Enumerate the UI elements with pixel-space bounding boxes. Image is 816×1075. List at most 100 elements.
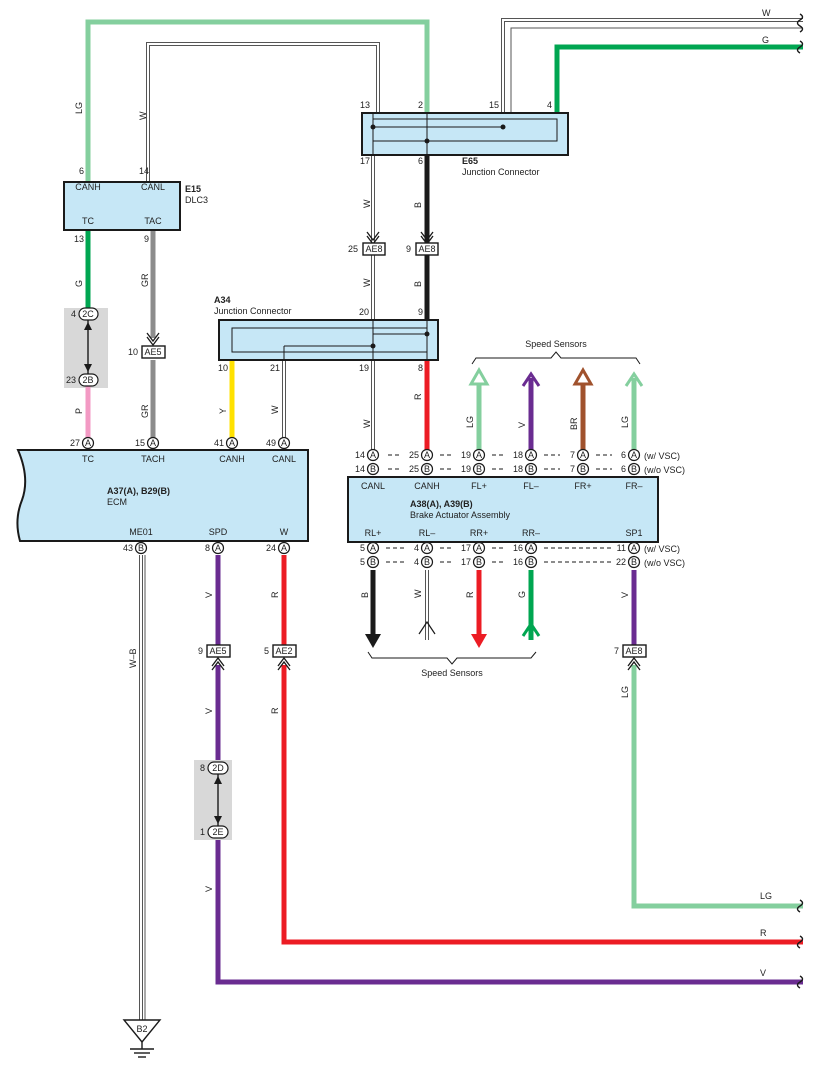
pin-number: 25: [409, 464, 419, 474]
brake-pin-letter: B: [476, 557, 482, 567]
brake-pin-letter: A: [370, 450, 376, 460]
wire-code: V: [204, 708, 214, 714]
arrow-up-rr-minus: [521, 621, 541, 637]
pin-number: 19: [461, 464, 471, 474]
ecm-pin-letter-me01: B: [138, 543, 144, 553]
vsc-label-bottom-b: (w/o VSC): [644, 558, 685, 568]
brake-pin-letter: B: [424, 464, 430, 474]
pin-number: 15: [135, 438, 145, 448]
brake-pin-sp1: SP1: [625, 528, 642, 538]
speed-sensors-bottom-label: Speed Sensors: [421, 668, 483, 678]
ae8-tag-w: AE8: [365, 244, 382, 254]
wire-code: W: [762, 8, 771, 18]
ecm-code: A37(A), B29(B): [107, 486, 170, 496]
pin-number: 17: [461, 543, 471, 553]
inline-connectors: 2C 2B 2D 2E: [78, 307, 229, 839]
brake-pin-rr-plus: RR+: [470, 528, 488, 538]
ae5-tag-v: AE5: [209, 646, 226, 656]
pin-number: 7: [614, 646, 619, 656]
ecm-pin-canh: CANH: [219, 454, 245, 464]
brake-pin-fl-plus: FL+: [471, 481, 487, 491]
pin-number: 2: [418, 100, 423, 110]
pin-number: 16: [513, 557, 523, 567]
ecm-pin-tc: TC: [82, 454, 94, 464]
brake-pin-letter: A: [631, 450, 637, 460]
wire-code: V: [517, 422, 527, 428]
wire-code: GR: [140, 404, 150, 418]
brake-pin-letter: A: [580, 450, 586, 460]
arrow-up-rl-minus: [418, 620, 436, 635]
pin-number: 6: [621, 450, 626, 460]
wire-code: GR: [140, 273, 150, 287]
pin-number: 4: [71, 309, 76, 319]
wire-w-dlc-canl: [146, 42, 380, 182]
wire-code: W: [413, 589, 423, 598]
connector-2e: 2E: [212, 827, 223, 837]
e65-code: E65: [462, 156, 478, 166]
wire-code: V: [204, 886, 214, 892]
brake-actuator-box: CANL CANH FL+ FL– FR+ FR– A38(A), A39(B)…: [347, 476, 659, 543]
pin-number: 9: [198, 646, 203, 656]
ae8-tag-sp1: AE8: [625, 646, 642, 656]
brake-pin-letter: B: [580, 464, 586, 474]
wire-code: R: [413, 393, 423, 400]
brake-pin-letter: B: [631, 557, 637, 567]
connector-2b: 2B: [82, 375, 93, 385]
brake-pin-letter: A: [476, 543, 482, 553]
pin-number: 11: [617, 543, 626, 553]
ae2-tag-r: AE2: [275, 646, 292, 656]
pin-number: 19: [461, 450, 471, 460]
pin-number: 4: [414, 557, 419, 567]
pin-number: 6: [79, 166, 84, 176]
wire-code: W: [270, 405, 280, 414]
wire-code: P: [74, 408, 84, 414]
wire-code: G: [517, 591, 527, 598]
wire-code: V: [620, 592, 630, 598]
junction-connector-e65: E65 Junction Connector: [361, 112, 569, 177]
brake-pin-letter: A: [424, 543, 430, 553]
arrow-up-fl-minus: [521, 371, 541, 387]
ecm-pin-w: W: [280, 527, 289, 537]
pin-number: 14: [355, 450, 365, 460]
a34-code: A34: [214, 295, 231, 305]
pin-number: 8: [205, 543, 210, 553]
dlc3-pin-tac: TAC: [144, 216, 162, 226]
pin-number: 9: [144, 234, 149, 244]
brake-pin-letter: B: [424, 557, 430, 567]
wire-code: LG: [74, 102, 84, 114]
pin-number: 18: [513, 450, 523, 460]
brake-name: Brake Actuator Assembly: [410, 510, 511, 520]
pin-number: 27: [70, 438, 80, 448]
ae5-tag-gr: AE5: [144, 347, 161, 357]
pin-number: 10: [128, 347, 138, 357]
dlc3-pin-canl: CANL: [141, 182, 165, 192]
brake-pin-dashes: [386, 454, 612, 563]
wire-code: LG: [620, 416, 630, 428]
connector-2d: 2D: [212, 763, 224, 773]
brake-pin-letter: A: [476, 450, 482, 460]
wire-code: W: [362, 278, 372, 287]
dlc3-pin-canh: CANH: [75, 182, 101, 192]
ecm-pin-canl: CANL: [272, 454, 296, 464]
ecm-pin-letter-w: A: [281, 543, 287, 553]
pin-number: 5: [264, 646, 269, 656]
dlc3-name: DLC3: [185, 195, 208, 205]
wire-code: V: [760, 968, 766, 978]
pin-number: 5: [360, 543, 365, 553]
ecm-pin-spd: SPD: [209, 527, 228, 537]
pin-number: 8: [418, 363, 423, 373]
vsc-label-top-a: (w/ VSC): [644, 451, 680, 461]
arrow-up-fl-plus: [468, 366, 490, 386]
wires: [85, 18, 803, 1020]
brake-pin-letter: A: [370, 543, 376, 553]
brake-pin-rl-minus: RL–: [419, 528, 436, 538]
arrow-down-rl-plus: [365, 634, 381, 648]
ground-label: B2: [136, 1024, 147, 1034]
pin-number: 24: [266, 543, 276, 553]
dlc3-code: E15: [185, 184, 201, 194]
wire-r-exit: [281, 665, 803, 945]
wire-code-labels: LG W W G W B W B G GR P GR Y W W R LG V …: [74, 8, 772, 978]
brake-pin-fr-plus: FR+: [574, 481, 591, 491]
pin-number: 4: [414, 543, 419, 553]
